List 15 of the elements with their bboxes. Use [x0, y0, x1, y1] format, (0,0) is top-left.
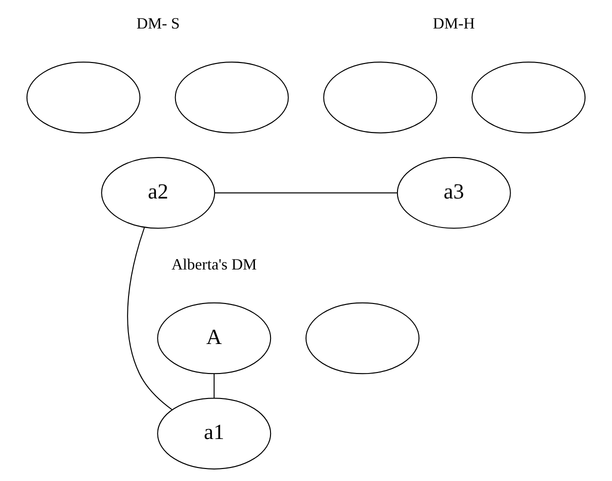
node-ellipse: A [157, 302, 272, 374]
node-ellipse [306, 302, 420, 374]
node-ellipse [174, 62, 289, 134]
node-ellipse: a1 [157, 398, 272, 470]
node-ellipse [472, 62, 586, 134]
connector [127, 227, 172, 410]
node-ellipse: a2 [101, 156, 216, 229]
connector [214, 192, 398, 194]
label: Alberta's DM [171, 256, 257, 274]
node-ellipse [323, 62, 438, 134]
node-ellipse: a3 [396, 156, 511, 229]
label: DM-H [432, 16, 475, 33]
connector [214, 373, 215, 398]
label: DM- S [136, 16, 180, 33]
node-ellipse [26, 62, 140, 134]
